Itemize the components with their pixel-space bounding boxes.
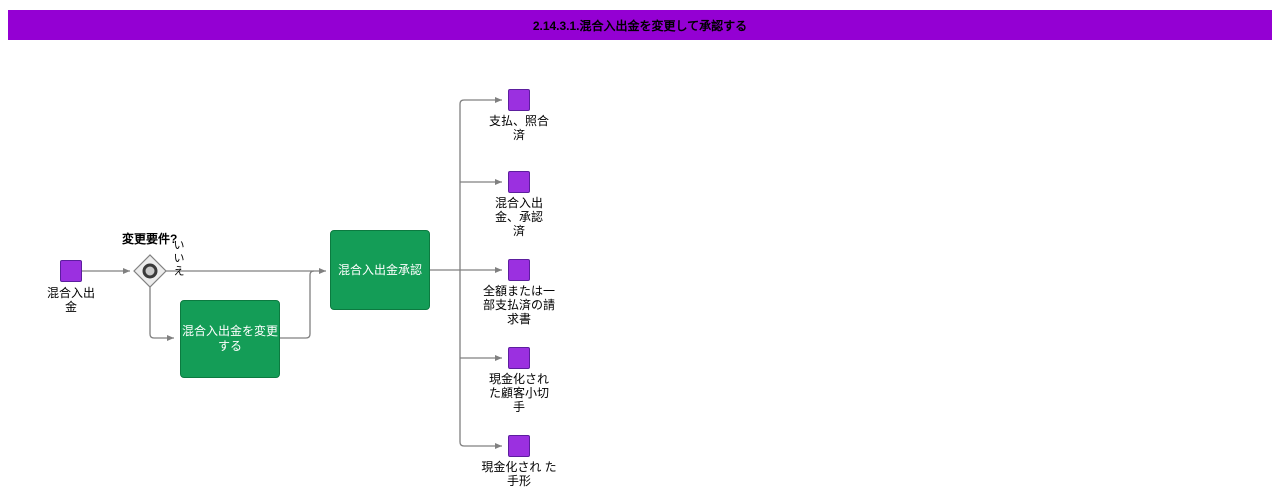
change-task-label: 混合入出金を変更 する [181, 324, 278, 353]
decision-gateway[interactable] [133, 254, 167, 288]
decision-no-label: いいえ [172, 239, 184, 278]
output-node-label-2: 混合入出 金、承認 済 [494, 196, 543, 238]
approve-task-label: 混合入出金承認 [337, 262, 422, 277]
output-node-label-1: 支払、照合 済 [488, 114, 549, 142]
output-node-label-4: 現金化され た顧客小切 手 [488, 372, 549, 414]
start-node-icon[interactable] [60, 260, 82, 282]
decision-question-label: 変更要件? [122, 232, 178, 246]
output-node-icon-5[interactable] [508, 435, 530, 457]
output-node-label-3: 全額または一 部支払済の請 求書 [482, 284, 555, 326]
change-task-node[interactable]: 混合入出金を変更 する [180, 300, 280, 378]
header-bar: 2.14.3.1.混合入出金を変更して承認する [8, 10, 1272, 40]
connector-change-to-approve [280, 270, 315, 339]
start-node-label: 混合入出 金 [46, 286, 95, 314]
output-node-icon-1[interactable] [508, 89, 530, 111]
approve-task-node[interactable]: 混合入出金承認 [330, 230, 430, 310]
output-node-icon-4[interactable] [508, 347, 530, 369]
page-title: 2.14.3.1.混合入出金を変更して承認する [532, 18, 748, 33]
output-node-icon-3[interactable] [508, 259, 530, 281]
decision-circle-icon [142, 263, 158, 279]
connector-decision-to-change [149, 287, 174, 341]
output-node-label-5: 現金化され た 手形 [481, 460, 557, 488]
connector-to-output-5 [459, 441, 502, 449]
output-node-icon-2[interactable] [508, 171, 530, 193]
connector-to-output-1 [459, 97, 502, 105]
